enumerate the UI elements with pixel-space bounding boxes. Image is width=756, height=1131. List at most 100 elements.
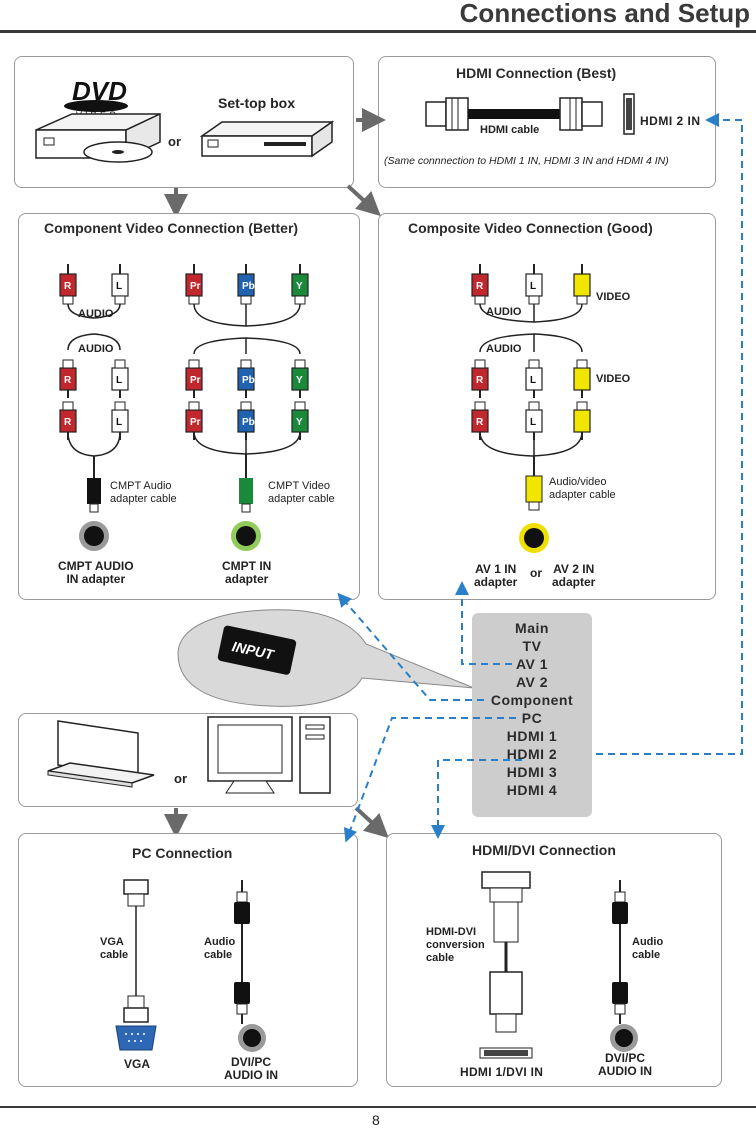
vga-cable-label: VGA cable [100,936,129,961]
hdmi-dvi-panel [386,833,722,1087]
av-or-label: or [530,566,542,580]
component-title: Component Video Connection (Better) [44,220,299,236]
svg-text:Pr: Pr [190,281,201,292]
hdmi1-dvi-port-label: HDMI 1/DVI IN [460,1065,544,1079]
comp-video-plug-low-0: Pr [185,401,203,440]
pc-connection-panel [18,833,358,1087]
vga-port-label: VGA [124,1057,151,1071]
page-number: 8 [372,1112,380,1128]
hdmi-dvi-conv-cable-label: HDMI-DVI conversion cable [426,926,485,964]
cmpt-audio-port-label: CMPT AUDIO IN adapter [58,559,134,586]
svg-text:L: L [530,375,536,386]
cmpt-audio-cable-label: CMPT Audio adapter cable [110,480,177,505]
av-jack-icon [519,523,549,553]
comp-audio-plug-mid-0: R [59,359,77,398]
av-video-plug-mid [573,359,591,398]
settop-box-icon [199,120,335,158]
comp-video-plug-low-2: Y [291,401,309,440]
hdmi-dvi-audio-cable-icon [612,880,628,1024]
comp-audio-plug-top-1: L [111,264,129,305]
av-audio-plug-top-0: R [471,264,489,305]
av2-port-label: AV 2 IN adapter [552,562,596,589]
comp-video-plug-top-2: Y [291,264,309,305]
svg-text:L: L [530,281,536,292]
svg-text:Pb: Pb [242,281,255,292]
menu-item-av-1[interactable]: AV 1 [515,656,549,672]
svg-text:Y: Y [296,375,303,386]
header-rule [0,30,756,33]
pc-tower-icon [299,716,331,794]
input-button-icon: INPUT [217,625,297,675]
svg-text:R: R [64,281,72,292]
comp-audio-plug-top-0: R [59,264,77,305]
hdmi-cable-art [425,93,635,135]
laptop-icon [47,720,155,788]
av-audio-plug-mid-0: R [471,359,489,398]
svg-text:L: L [116,281,122,292]
svg-text:R: R [476,375,484,386]
av-audio-plug-low-1: L [525,401,543,440]
vga-cable-icon [123,879,149,1023]
comp-video-plug-mid-0: Pr [185,359,203,398]
dvi-connector-icon [481,871,531,943]
pc-audio-port-icon [238,1024,266,1052]
hdmi-plug-icon [489,971,523,1033]
settop-label: Set-top box [218,95,295,111]
cmpt-video-jack-icon [231,521,261,551]
hdmi-dvi-audio-port-label: DVI/PC AUDIO IN [598,1051,652,1078]
footer-rule [0,1106,756,1108]
pc-sources-art: or [47,716,331,794]
composite-cable-art: R L R L R L [471,264,591,553]
svg-text:R: R [64,375,72,386]
svg-text:Pb: Pb [242,417,255,428]
menu-item-component[interactable]: Component [490,692,574,708]
menu-item-av-2[interactable]: AV 2 [515,674,549,690]
pc-audio-cable-label: Audio cable [204,936,236,961]
monitor-icon [207,716,293,794]
component-audio-label-1: AUDIO [78,308,114,320]
svg-text:L: L [116,375,122,386]
page-title: Connections and Setup [459,0,750,28]
hdmi-cable-label: HDMI cable [480,124,540,136]
av1-port-label: AV 1 IN adapter [474,562,518,589]
dvd-player-icon [35,112,161,163]
pc-cable-art [115,879,266,1052]
svg-text:R: R [64,417,72,428]
input-callout: INPUT [177,609,475,707]
hdmi-best-title: HDMI Connection (Best) [456,65,617,81]
av-cable-label: Audio/video adapter cable [549,476,616,501]
av-audio-plug-mid-1: L [525,359,543,398]
component-audio-label-2: AUDIO [78,343,114,355]
comp-audio-plug-mid-1: L [111,359,129,398]
composite-audio-label-1: AUDIO [486,306,522,318]
menu-item-main[interactable]: Main [515,620,549,636]
svg-text:R: R [476,417,484,428]
hdmi-dvi-port-icon [479,1047,533,1059]
pc-or-label: or [174,771,187,786]
source-devices-art: DVD VIDEO or Set-top box [35,76,335,163]
menu-item-tv[interactable]: TV [522,638,542,654]
arrow-to-composite-icon [346,184,381,217]
svg-text:R: R [476,281,484,292]
cmpt-video-port-label: CMPT IN adapter [222,559,272,586]
comp-video-plug-mid-2: Y [291,359,309,398]
svg-text:Y: Y [296,417,303,428]
arrow-to-hdmi-dvi-icon [354,806,389,839]
menu-item-hdmi-1[interactable]: HDMI 1 [506,728,558,744]
menu-item-hdmi-4[interactable]: HDMI 4 [506,782,558,798]
pc-audio-port-label: DVI/PC AUDIO IN [224,1055,278,1082]
svg-text:Pr: Pr [190,375,201,386]
svg-text:Y: Y [296,281,303,292]
or-label: or [168,134,181,149]
comp-video-plug-mid-1: Pb [237,359,255,398]
comp-video-plug-low-1: Pb [237,401,255,440]
svg-text:L: L [530,417,536,428]
menu-item-hdmi-2[interactable]: HDMI 2 [506,746,558,762]
av-audio-plug-low-0: R [471,401,489,440]
menu-item-pc[interactable]: PC [521,710,543,726]
hdmi-dvi-cable-art [479,871,638,1059]
pc-connection-title: PC Connection [132,845,233,861]
menu-item-hdmi-3[interactable]: HDMI 3 [506,764,558,780]
